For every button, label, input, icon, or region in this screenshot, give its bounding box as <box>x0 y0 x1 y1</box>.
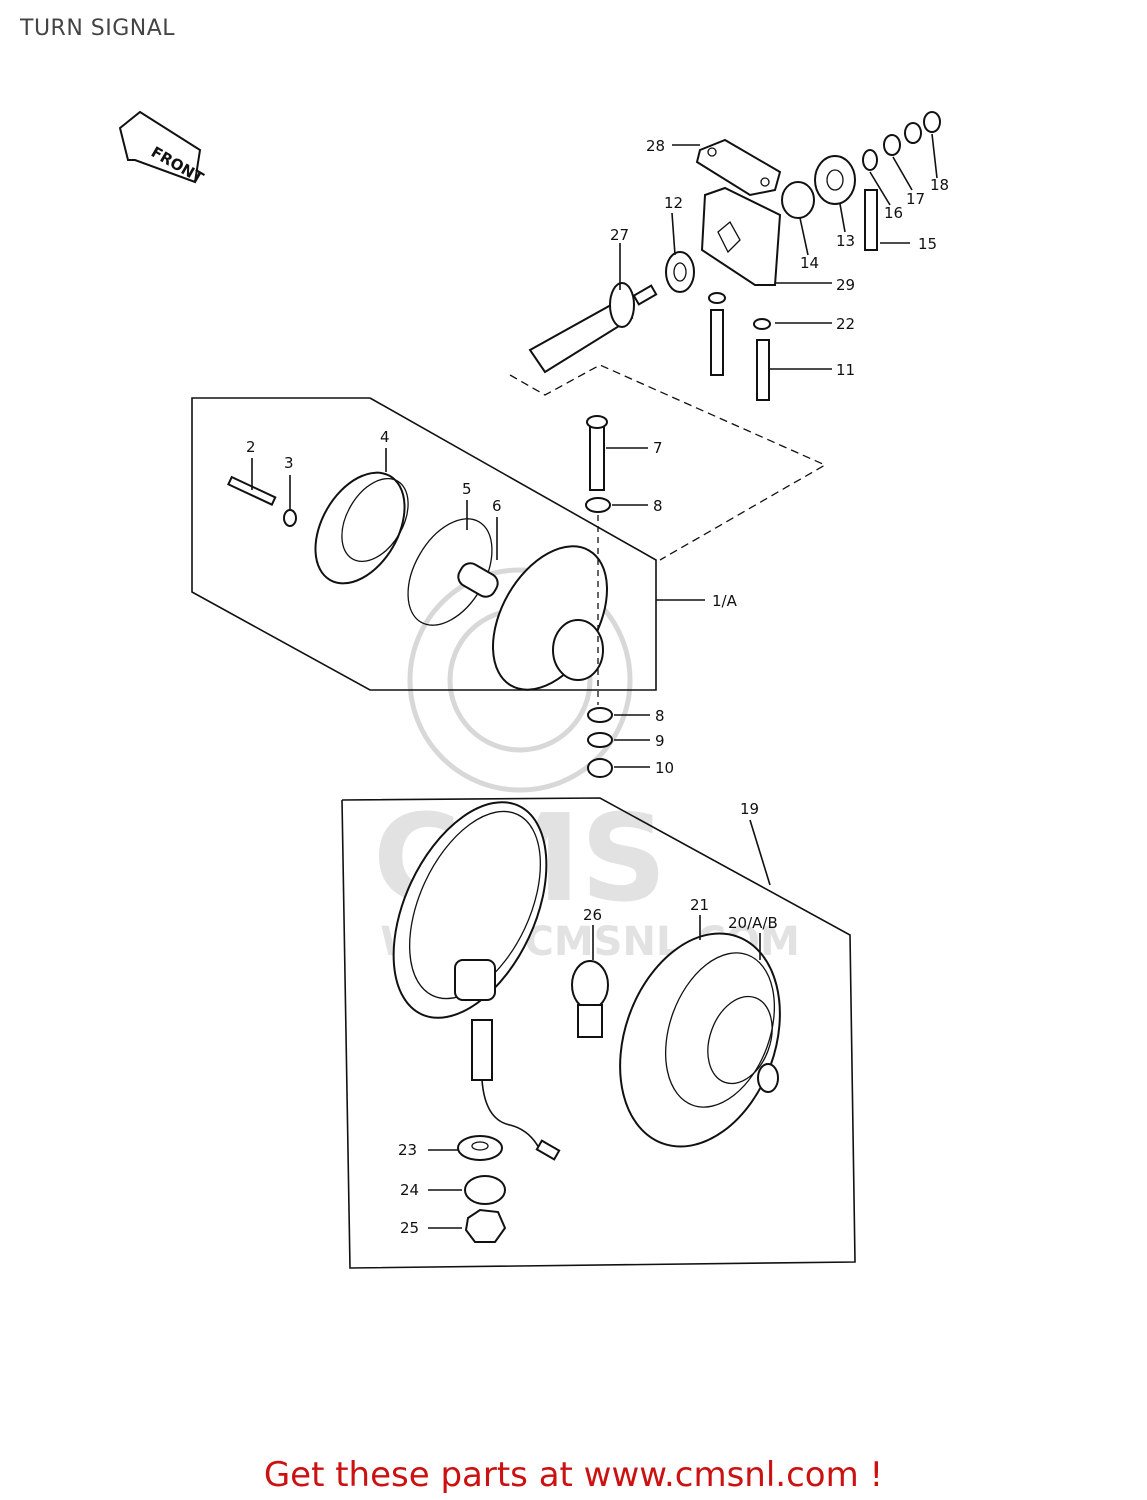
assembly-box-1A <box>191 397 657 691</box>
callout-28: 28 <box>646 137 665 155</box>
footer-link[interactable]: Get these parts at www.cmsnl.com ! <box>263 1455 884 1495</box>
callout-23: 23 <box>398 1141 417 1159</box>
callout-13: 13 <box>836 232 855 250</box>
bolt-11b <box>756 339 770 401</box>
callout-9: 9 <box>655 732 665 750</box>
housing-4 <box>314 471 406 585</box>
callout-22: 22 <box>836 315 855 333</box>
callout-19: 19 <box>740 800 759 818</box>
washer-3 <box>283 509 297 527</box>
damper-13 <box>814 155 856 205</box>
nut-25 <box>464 1208 507 1243</box>
bulb-26 <box>571 960 609 1010</box>
callout-26: 26 <box>583 906 602 924</box>
callout-16: 16 <box>884 204 903 222</box>
bolt-15 <box>864 189 878 251</box>
callout-29: 29 <box>836 276 855 294</box>
callout-21: 21 <box>690 896 709 914</box>
callout-15: 15 <box>918 235 937 253</box>
leader-lines <box>251 133 938 1229</box>
bulb-socket-6 <box>457 562 499 598</box>
callout-17: 17 <box>906 190 925 208</box>
callout-11: 11 <box>836 361 855 379</box>
callout-1A: 1/A <box>712 592 738 610</box>
washer-8-top <box>585 497 611 513</box>
front-arrow-icon: FRONT <box>118 110 207 188</box>
callout-6: 6 <box>492 497 502 515</box>
washer-23 <box>457 1135 503 1161</box>
nut-14 <box>781 181 815 219</box>
assembly-box-19 <box>341 797 856 1269</box>
callout-8b: 8 <box>655 707 665 725</box>
lock-washer-24 <box>464 1175 506 1205</box>
callout-5: 5 <box>462 480 472 498</box>
callout-7: 7 <box>653 439 663 457</box>
mount-assembly <box>528 111 941 401</box>
callout-20AB: 20/A/B <box>728 914 778 932</box>
nut-10 <box>587 758 613 778</box>
washer-12 <box>665 251 695 293</box>
lens-base <box>492 545 608 691</box>
callout-25: 25 <box>400 1219 419 1237</box>
callout-2: 2 <box>246 438 256 456</box>
callout-4: 4 <box>380 428 390 446</box>
washer-18 <box>904 122 922 144</box>
callout-10: 10 <box>655 759 674 777</box>
washer-16 <box>862 149 878 171</box>
nut-18 <box>923 111 941 133</box>
washer-8-bottom <box>587 707 613 723</box>
callout-24: 24 <box>400 1181 419 1199</box>
callout-3: 3 <box>284 454 294 472</box>
callout-18: 18 <box>930 176 949 194</box>
bracket-29 <box>700 186 782 286</box>
rim <box>392 801 548 1019</box>
callout-8a: 8 <box>653 497 663 515</box>
washer-17 <box>883 134 901 156</box>
callout-27: 27 <box>610 226 629 244</box>
page-title: TURN SIGNAL <box>20 16 176 41</box>
lock-washer-9 <box>587 732 613 748</box>
plate-28 <box>695 138 782 197</box>
callout-12: 12 <box>664 194 683 212</box>
bolt-7 <box>589 424 605 491</box>
callout-labels: 28 12 27 14 13 16 17 18 15 29 22 11 7 8 … <box>246 137 949 1237</box>
screw-2 <box>227 475 277 506</box>
bolt-11a <box>710 309 724 376</box>
callout-14: 14 <box>800 254 819 272</box>
